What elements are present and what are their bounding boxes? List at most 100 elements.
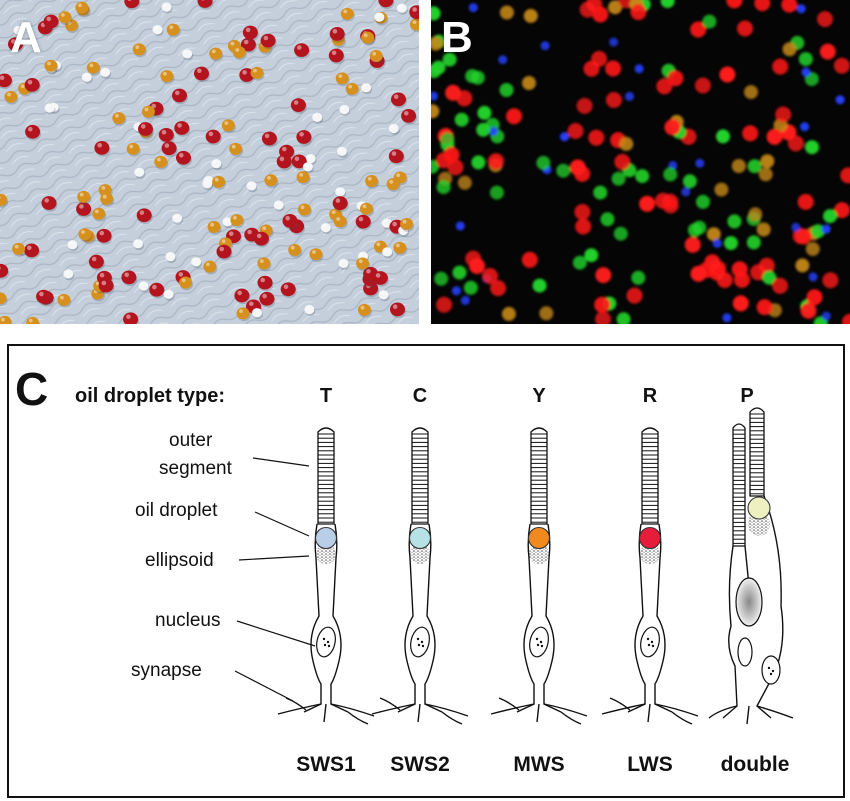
oil-droplet xyxy=(58,11,72,24)
leader-line-ellipsoid xyxy=(238,555,310,561)
structure-label-nucleus: nucleus xyxy=(155,610,221,631)
oil-droplet xyxy=(365,175,379,187)
droplet-highlight xyxy=(204,180,208,184)
droplet-highlight xyxy=(393,94,399,99)
droplet-highlight xyxy=(299,132,304,137)
nucleus xyxy=(529,626,549,658)
fluorescent-droplet xyxy=(806,289,823,306)
fluorescent-droplet xyxy=(593,185,608,200)
droplet-highlight xyxy=(91,256,97,262)
droplet-type-letter-t: T xyxy=(320,385,332,407)
cell-body-outline xyxy=(303,523,349,713)
fluorescent-droplet xyxy=(737,20,753,37)
oil-droplet xyxy=(259,291,275,306)
droplet-highlight xyxy=(11,39,16,44)
droplet-highlight xyxy=(391,151,397,156)
oil-droplet xyxy=(205,129,221,144)
oil-droplet xyxy=(332,196,348,211)
fluorescent-droplet xyxy=(817,11,833,28)
droplet-highlight xyxy=(362,204,367,209)
fluorescent-droplet xyxy=(684,236,701,253)
fluorescent-droplet xyxy=(732,295,749,312)
cell-type-label-lws: LWS xyxy=(627,753,673,776)
oil-droplet xyxy=(176,150,191,165)
fluorescent-droplet xyxy=(498,55,508,65)
fluorescent-droplet xyxy=(569,159,586,176)
droplet-highlight xyxy=(367,176,372,181)
oil-droplet xyxy=(393,241,407,254)
droplet-highlight xyxy=(275,201,279,205)
fluorescent-droplet xyxy=(805,140,819,155)
oil-droplet xyxy=(294,43,310,57)
oil-droplet xyxy=(149,282,165,297)
cell-type-label-sws1: SWS1 xyxy=(296,753,356,776)
droplet-highlight xyxy=(46,104,50,108)
droplet-highlight xyxy=(135,45,140,50)
fluorescent-droplet xyxy=(731,159,746,173)
oil-droplet xyxy=(409,18,419,31)
droplet-type-letter-r: R xyxy=(643,385,658,407)
droplet-highlight xyxy=(233,215,237,220)
fluorescent-droplet xyxy=(442,52,457,67)
fluorescent-droplet xyxy=(821,224,831,234)
oil-droplet xyxy=(26,316,40,324)
oil-droplet xyxy=(339,104,350,115)
fluorescent-droplet xyxy=(797,193,814,210)
oil-droplet xyxy=(333,215,347,228)
droplet-highlight xyxy=(83,73,87,77)
panel-c-photoreceptor-diagram: C oil droplet type: outer segment oil dr… xyxy=(7,344,845,798)
oil-droplet xyxy=(133,239,143,249)
droplet-highlight xyxy=(99,272,105,278)
nucleus xyxy=(316,626,336,658)
droplet-highlight xyxy=(99,230,105,236)
nucleolus xyxy=(416,637,420,641)
oil-droplet xyxy=(0,73,12,88)
droplet-highlight xyxy=(221,239,226,244)
oil-droplet xyxy=(112,112,126,125)
oil-droplet xyxy=(369,50,383,62)
oil-droplet xyxy=(305,154,316,164)
fluorescent-droplet xyxy=(521,251,538,268)
droplet-highlight xyxy=(348,84,352,89)
fluorescent-droplet xyxy=(744,85,758,100)
oil-droplet xyxy=(161,141,177,156)
fluorescent-droplet xyxy=(756,299,773,316)
droplet-highlight xyxy=(27,80,33,85)
droplet-highlight xyxy=(231,144,236,149)
fluorescent-droplet xyxy=(758,167,773,182)
accessory-cell-body xyxy=(735,577,763,627)
fluorescent-droplet xyxy=(583,60,600,77)
fluorescent-droplet xyxy=(808,272,818,282)
fluorescent-droplet xyxy=(682,174,697,189)
fluorescent-droplet xyxy=(819,43,836,60)
droplet-highlight xyxy=(27,245,32,251)
fluorescent-droplet xyxy=(594,296,611,313)
oil-droplet xyxy=(390,302,405,317)
droplet-highlight xyxy=(152,284,157,290)
droplet-highlight xyxy=(242,70,247,75)
nucleus xyxy=(640,626,660,658)
droplet-highlight xyxy=(174,215,178,218)
photoreceptor-drawing: oil droplet type: outer segment oil drop… xyxy=(75,385,794,776)
fluorescent-droplet xyxy=(782,42,797,57)
droplet-highlight xyxy=(256,233,262,239)
fluorescent-droplet xyxy=(488,153,504,170)
droplet-highlight xyxy=(372,51,377,56)
fluorescent-droplet xyxy=(605,92,622,108)
oil-droplet xyxy=(81,72,92,82)
leader-line-outer-segment xyxy=(252,457,310,467)
oil-droplet xyxy=(4,90,18,103)
droplet-highlight xyxy=(127,0,132,1)
fluorescent-droplet xyxy=(447,159,464,176)
droplet-highlight xyxy=(383,219,387,223)
cell-body-outline xyxy=(627,523,673,713)
oil-droplet xyxy=(96,228,112,243)
droplet-highlight xyxy=(263,35,269,41)
fluorescent-droplet xyxy=(639,195,656,212)
fluorescent-droplet xyxy=(575,218,592,235)
droplet-highlight xyxy=(338,148,342,151)
droplet-highlight xyxy=(380,291,384,295)
fluorescent-droplet xyxy=(800,122,810,132)
droplet-highlight xyxy=(376,242,381,247)
fluorescent-droplet xyxy=(748,207,763,222)
